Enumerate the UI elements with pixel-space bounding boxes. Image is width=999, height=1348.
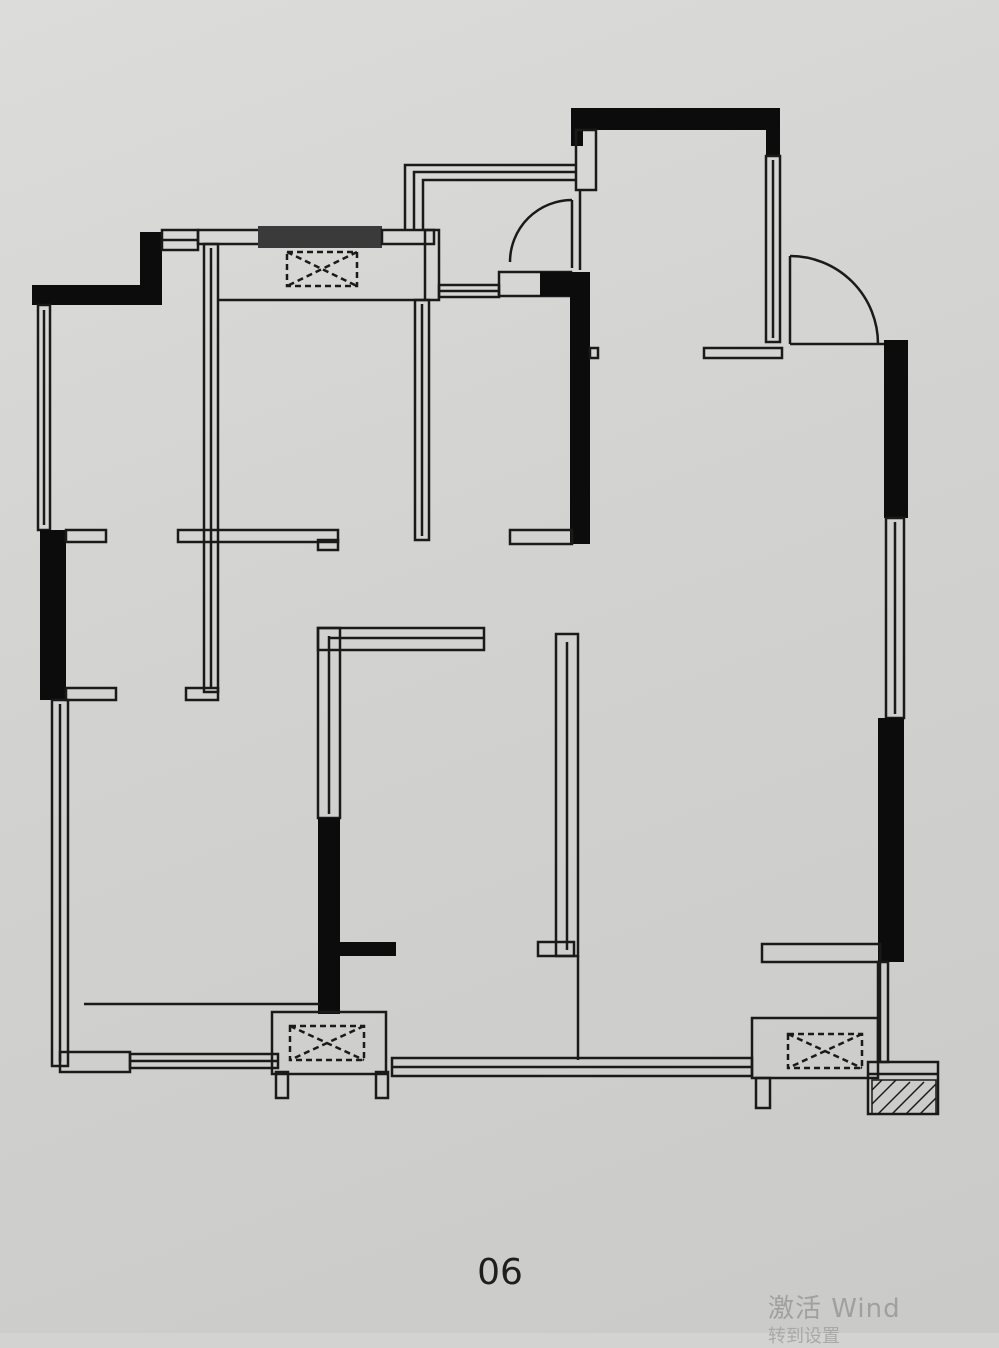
wall-outline	[574, 128, 598, 192]
window	[258, 226, 382, 248]
ac-unit-marker-bottom-left	[288, 1024, 366, 1062]
wall-solid	[884, 340, 908, 518]
activation-watermark: 激活 Wind	[768, 1294, 901, 1324]
hatched-column	[871, 1079, 937, 1115]
central-room-walls	[316, 626, 580, 1060]
wall-solid	[318, 818, 340, 1014]
wall-solid	[570, 272, 590, 544]
wall-solid	[32, 232, 162, 305]
page-number: 06	[477, 1252, 523, 1293]
window-corridor-top	[403, 163, 576, 230]
kitchen-walls	[437, 270, 600, 546]
door-swing	[508, 198, 884, 346]
bottom-walls	[58, 1002, 940, 1116]
wall-solid	[878, 718, 904, 962]
wall-outline	[764, 154, 782, 344]
ac-unit-marker-bottom-right	[786, 1032, 864, 1070]
wall-solid	[40, 530, 66, 700]
activation-watermark-sub: 转到设置	[768, 1326, 840, 1347]
middle-partitions	[40, 528, 340, 1068]
top-left-walls	[32, 226, 441, 694]
wall-solid	[340, 942, 396, 956]
ac-unit-marker	[285, 250, 359, 288]
top-right-room-walls	[571, 108, 784, 360]
wall-solid	[571, 108, 583, 146]
wall-solid	[766, 108, 780, 156]
wall-solid	[571, 108, 780, 130]
wall-outline	[702, 346, 784, 360]
right-exterior-walls	[760, 340, 908, 1064]
